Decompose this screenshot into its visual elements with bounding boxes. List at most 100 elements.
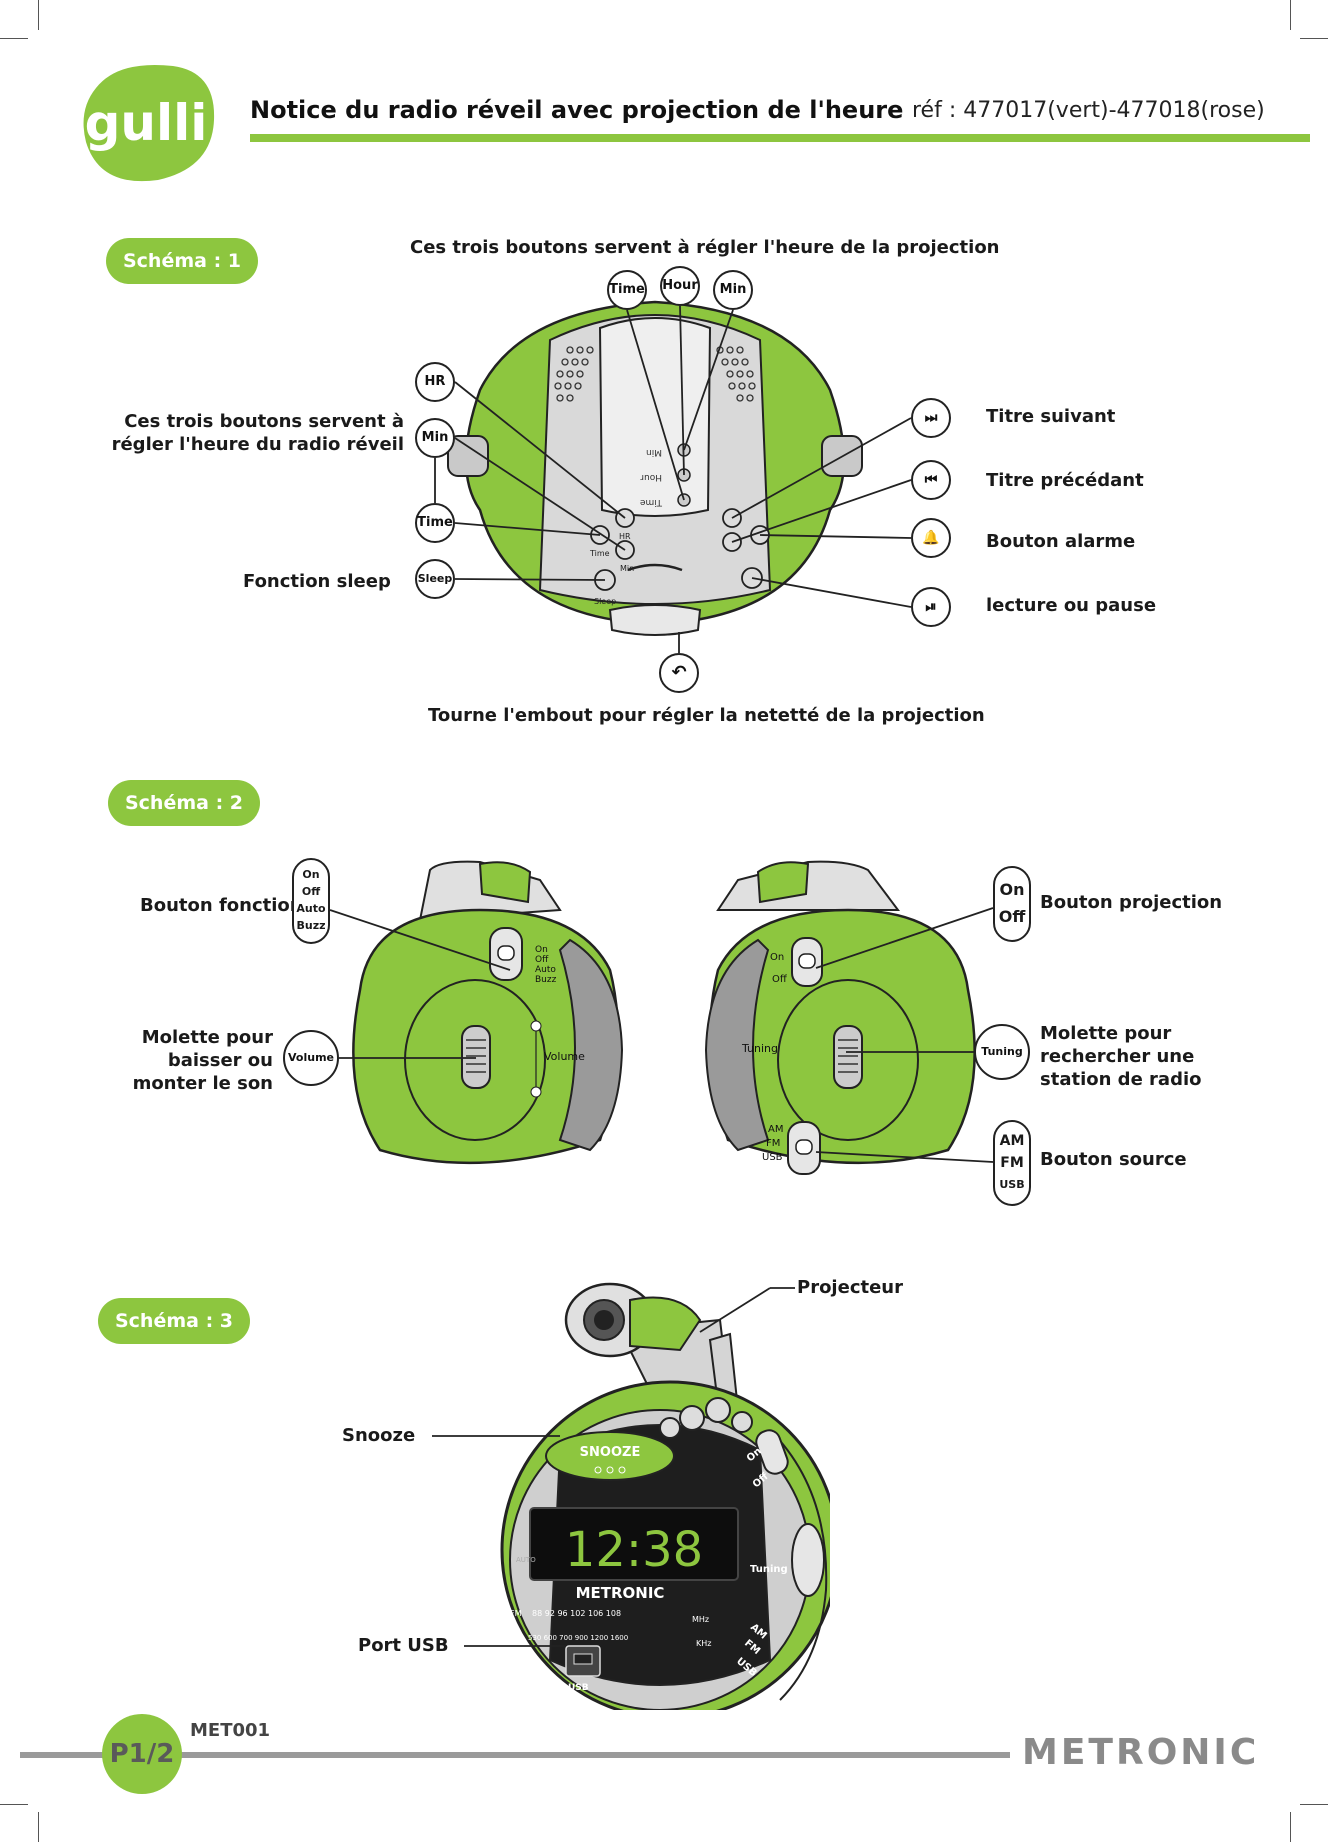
projection-option-on: On xyxy=(999,880,1025,899)
volume-wheel-label-line2: baisser ou xyxy=(167,1050,273,1071)
logo-text: gulli xyxy=(85,94,208,152)
tuning-wheel-label-line1: Molette pour xyxy=(1040,1023,1172,1044)
crop-mark xyxy=(38,1812,39,1842)
schema-2-left-device: On Off Auto Buzz Volume xyxy=(352,860,624,1165)
device-hr-label: HR xyxy=(619,532,631,541)
function-option-off: Off xyxy=(301,885,321,898)
source-option-usb: USB xyxy=(999,1178,1025,1191)
dev-khz: KHz xyxy=(696,1639,711,1648)
projection-option-off: Off xyxy=(998,907,1026,926)
device-time2-label: Time xyxy=(589,549,610,558)
left-time-button-callout: Time xyxy=(415,503,455,543)
header-rule xyxy=(250,134,1310,142)
schema-1-top-caption: Ces trois boutons servent à régler l'heu… xyxy=(410,237,1000,258)
crop-mark xyxy=(0,38,28,39)
schema-3-leader-lines xyxy=(432,1287,795,1647)
schema-1-left-caption-line1: Ces trois boutons servent à xyxy=(124,411,404,432)
schema-2-right-device: On Off Tuning AM FM USB xyxy=(704,860,976,1175)
dev-proj-on: On xyxy=(770,952,784,963)
page-number: P1/2 xyxy=(109,1739,175,1769)
next-track-icon: ⏭ xyxy=(911,398,951,438)
function-options-callout: On Off Auto Buzz xyxy=(292,858,330,944)
schema-1-leader-lines xyxy=(434,305,912,653)
function-option-buzz: Buzz xyxy=(296,919,326,932)
footer-rule-left xyxy=(20,1752,1010,1758)
usb-port-label: Port USB xyxy=(358,1635,449,1656)
product-code: MET001 xyxy=(190,1720,271,1741)
volume-wheel-label-line3: monter le son xyxy=(132,1073,273,1094)
schema-3-badge: Schéma : 3 xyxy=(98,1298,250,1344)
tuning-wheel-label-line3: station de radio xyxy=(1040,1069,1202,1090)
crop-mark xyxy=(1300,38,1328,39)
projection-button-label: Bouton projection xyxy=(1040,892,1223,913)
device-min2-label: Min xyxy=(620,564,634,573)
device-hour-label: Hour xyxy=(640,472,662,482)
function-option-on: On xyxy=(302,868,320,881)
source-button-label: Bouton source xyxy=(1040,1149,1187,1170)
reference-number: réf : 477017(vert)-477018(rose) xyxy=(912,98,1265,123)
crop-mark xyxy=(1290,0,1291,30)
device-time-label: Time xyxy=(640,497,663,507)
dev-switch-auto: Auto xyxy=(535,965,556,975)
snooze-label: Snooze xyxy=(342,1425,416,1446)
left-min-button-callout: Min xyxy=(415,418,455,458)
device-min-label: Min xyxy=(646,447,662,457)
dev-am-label: AM xyxy=(508,1631,520,1640)
dev-clock-display: 12:38 xyxy=(565,1522,703,1578)
dev-auto-label: AUTO xyxy=(516,1556,536,1564)
metronic-brand: METRONIC xyxy=(1022,1732,1260,1773)
dev-volume-label: Volume xyxy=(544,1050,585,1063)
dev-fm-label: FM xyxy=(510,1609,522,1618)
volume-callout: Volume xyxy=(283,1030,339,1086)
crop-mark xyxy=(0,1804,28,1805)
dev-s3-tuning: Tuning xyxy=(750,1564,788,1575)
top-min-button-callout: Min xyxy=(713,270,753,310)
top-hour-button-callout: Hour xyxy=(660,266,700,306)
schema-1-diagram: Min Hour Time HR Min Time Sleep xyxy=(447,300,863,636)
schema-1-left-caption-line2: régler l'heure du radio réveil xyxy=(111,434,404,455)
schema-1-badge: Schéma : 1 xyxy=(106,238,258,284)
sleep-button-callout: Sleep xyxy=(415,559,455,599)
tuning-wheel-label-line2: rechercher une xyxy=(1040,1046,1195,1067)
dev-switch-off: Off xyxy=(535,955,549,965)
dev-switch-buzz: Buzz xyxy=(535,975,557,985)
dev-mhz: MHz xyxy=(692,1615,709,1624)
projection-options-callout: On Off xyxy=(993,866,1031,942)
dev-switch-on: On xyxy=(535,945,548,955)
volume-wheel-label-line1: Molette pour xyxy=(141,1027,273,1048)
dev-usb-label: USB xyxy=(568,1683,589,1693)
dev-usb: USB xyxy=(762,1152,783,1163)
dev-tuning: Tuning xyxy=(741,1042,778,1055)
sleep-function-label: Fonction sleep xyxy=(243,571,391,592)
crop-mark xyxy=(38,0,39,30)
function-option-auto: Auto xyxy=(296,902,326,915)
schema-3-device: SNOOZE 12:38 AUTO METRONIC FM 88 92 96 1… xyxy=(500,1282,830,1710)
page-title: Notice du radio réveil avec projection d… xyxy=(250,96,904,124)
left-hr-button-callout: HR xyxy=(415,362,455,402)
dev-proj-off: Off xyxy=(772,974,788,985)
dev-am-freqs: 530 600 700 900 1200 1600 xyxy=(528,1634,628,1642)
tuning-callout: Tuning xyxy=(974,1024,1030,1080)
crop-mark xyxy=(1290,1812,1291,1842)
play-pause-icon: ⏯ xyxy=(911,587,951,627)
top-time-button-callout: Time xyxy=(607,270,647,310)
next-track-label: Titre suivant xyxy=(986,406,1116,427)
dev-snooze-text: SNOOZE xyxy=(580,1445,641,1460)
gulli-logo: gulli xyxy=(83,64,215,182)
previous-track-label: Titre précédant xyxy=(986,470,1144,491)
dev-brand: METRONIC xyxy=(576,1584,665,1602)
crop-mark xyxy=(1300,1804,1328,1805)
alarm-bell-icon: 🔔 xyxy=(911,518,951,558)
device-sleep-label: Sleep xyxy=(594,597,616,606)
play-pause-label: lecture ou pause xyxy=(986,595,1157,616)
schema-1-bottom-caption: Tourne l'embout pour régler la netetté d… xyxy=(428,705,985,726)
focus-rotate-icon: ↶ xyxy=(659,653,699,693)
dev-fm: FM xyxy=(766,1138,780,1149)
function-button-label: Bouton fonction xyxy=(140,895,303,916)
schema-2-leader-lines xyxy=(329,907,994,1163)
schema-2-badge: Schéma : 2 xyxy=(108,780,260,826)
source-option-am: AM xyxy=(999,1133,1025,1149)
source-options-callout: AM FM USB xyxy=(993,1120,1031,1206)
alarm-button-label: Bouton alarme xyxy=(986,531,1136,552)
dev-am: AM xyxy=(768,1124,783,1135)
